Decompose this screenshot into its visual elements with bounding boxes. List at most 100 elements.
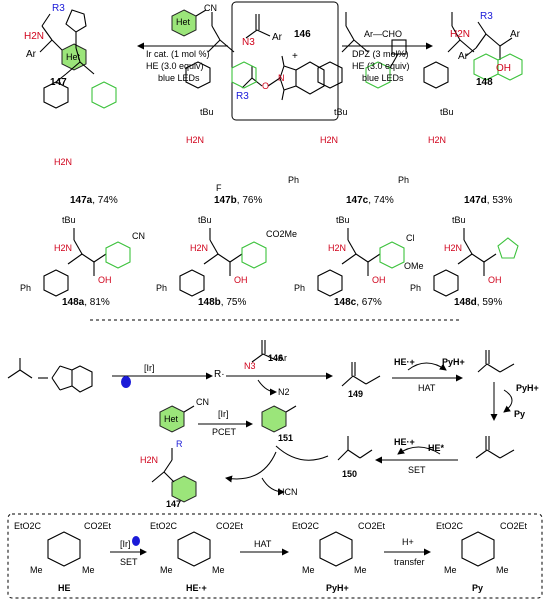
b-he-rad: HE·+ — [186, 583, 207, 593]
b-me-3b: Me — [354, 565, 367, 575]
r2a-tbu: tBu — [62, 215, 76, 225]
mech-pyh-plus: PyH+ — [442, 357, 465, 367]
r2b-id: 148b — [198, 297, 221, 308]
r2a-yield: , 81% — [84, 297, 110, 308]
nhpi-ester — [241, 55, 325, 101]
mech-nhpi-ester — [7, 358, 93, 393]
product-148-structure — [465, 21, 513, 60]
b-me-4a: Me — [444, 565, 457, 575]
mech-imine — [477, 350, 515, 373]
structure-148d — [433, 228, 519, 297]
mech-146: 146 — [268, 353, 284, 363]
mech-hcn: HCN — [278, 487, 298, 497]
cond-he: HE (3.0 equiv) — [146, 61, 204, 71]
r2b-yield: , 75% — [220, 297, 247, 308]
p147-h2n: H2N — [24, 31, 45, 42]
he-ring — [47, 531, 81, 567]
b-etoc-4: EtO2C — [436, 521, 464, 531]
product-147-structure — [39, 13, 87, 71]
het-cn-reagent-top — [171, 9, 207, 37]
r2d-oh: OH — [488, 275, 502, 285]
b-coet-2: CO2Et — [216, 521, 244, 531]
r1c-label: 147c, 74% — [346, 196, 394, 206]
cond-ar-cho: Ar—CHO — [364, 29, 402, 39]
r1d-id: 147d — [464, 195, 487, 206]
n-atom: N — [278, 73, 285, 83]
mech-pcet: PCET — [212, 427, 237, 437]
b-coet-1: CO2Et — [84, 521, 112, 531]
p147-ar: Ar — [26, 49, 36, 60]
reactant-box — [231, 1, 339, 121]
he-radical-ring — [177, 531, 211, 567]
r1d-tbu: tBu — [440, 107, 454, 117]
cond-dpz: DPZ (3 mol%) — [352, 49, 409, 59]
b-hat: HAT — [254, 539, 272, 549]
mech-r: R — [176, 439, 183, 449]
light-bulb-icon-2 — [132, 536, 140, 546]
r2c-yield: , 67% — [356, 297, 382, 308]
r1a-label: 147a, 74% — [70, 196, 118, 206]
b-py: Py — [472, 583, 484, 593]
r1b-id: 147b — [214, 195, 237, 206]
r2c-oh: OH — [372, 275, 386, 285]
r1d-yield: , 53% — [486, 195, 513, 206]
b-me-2a: Me — [160, 565, 173, 575]
r1b-yield: , 76% — [236, 195, 263, 206]
mech-h2n: H2N — [140, 455, 159, 465]
mech-aminyl-150 — [337, 436, 373, 461]
label-n3: N3 — [242, 37, 255, 48]
mech-n2: N2 — [278, 387, 290, 397]
cond-he-right: HE (3.0 equiv) — [352, 61, 410, 71]
mech-151: 151 — [278, 433, 294, 443]
mech-ar: Ar — [278, 353, 287, 363]
b-transfer: transfer — [394, 557, 425, 567]
mech-product-147 — [151, 448, 197, 503]
mech-n3: N3 — [244, 361, 256, 371]
r2b-h2n: H2N — [190, 243, 209, 253]
r1c-id: 147c — [346, 195, 369, 206]
r1b-tbu: tBu — [200, 107, 214, 117]
b-etoc-1: EtO2C — [14, 521, 42, 531]
p148-oh: OH — [496, 63, 511, 74]
r1d-label: 147d, 53% — [464, 196, 512, 206]
b-etoc-3: EtO2C — [292, 521, 320, 531]
mech-azide-146 — [251, 340, 277, 363]
py-ring — [461, 531, 495, 567]
p147-r3: R3 — [52, 3, 65, 14]
r2d-tbu: tBu — [452, 215, 466, 225]
r2a-ph: Ph — [20, 283, 32, 293]
r1c-yield: , 74% — [368, 195, 394, 206]
mech-iminium — [475, 436, 515, 459]
r2c-h2n: H2N — [328, 243, 347, 253]
r2d-id: 148d — [454, 297, 477, 308]
b-me-1b: Me — [82, 565, 95, 575]
r2c-label: 148c, 67% — [334, 298, 382, 308]
coupling-arrow — [225, 451, 277, 483]
pyh-ring — [319, 531, 353, 567]
p147-het: Het — [66, 52, 81, 62]
r2b-tbu: tBu — [198, 215, 212, 225]
r1b-label: 147b, 76% — [214, 196, 262, 206]
r1a-h2n: H2N — [54, 157, 73, 167]
r2c-id: 148c — [334, 297, 357, 308]
r2b-oh: OH — [234, 275, 248, 285]
label-plus: + — [292, 51, 298, 62]
r2b-ph: Ph — [156, 283, 168, 293]
het-label-top: Het — [176, 17, 191, 27]
mech-r-radical: R· — [214, 369, 225, 380]
r2d-label: 148d, 59% — [454, 298, 502, 308]
p148-h2n: H2N — [450, 29, 471, 40]
p148-label: 148 — [476, 77, 493, 88]
p148-ar2: Ar — [510, 29, 520, 40]
r1d-ph: Ph — [398, 175, 410, 185]
b-etoc-2: EtO2C — [150, 521, 178, 531]
r2c-tbu: tBu — [336, 215, 350, 225]
b-set: SET — [120, 557, 138, 567]
cn-label-top: CN — [204, 3, 217, 13]
label-ar: Ar — [272, 32, 282, 43]
structure-148a — [43, 228, 131, 297]
structure-148c — [317, 228, 405, 297]
r1b-f: F — [216, 183, 222, 193]
r2a-label: 148a, 81% — [62, 298, 110, 308]
b-he: HE — [58, 583, 71, 593]
